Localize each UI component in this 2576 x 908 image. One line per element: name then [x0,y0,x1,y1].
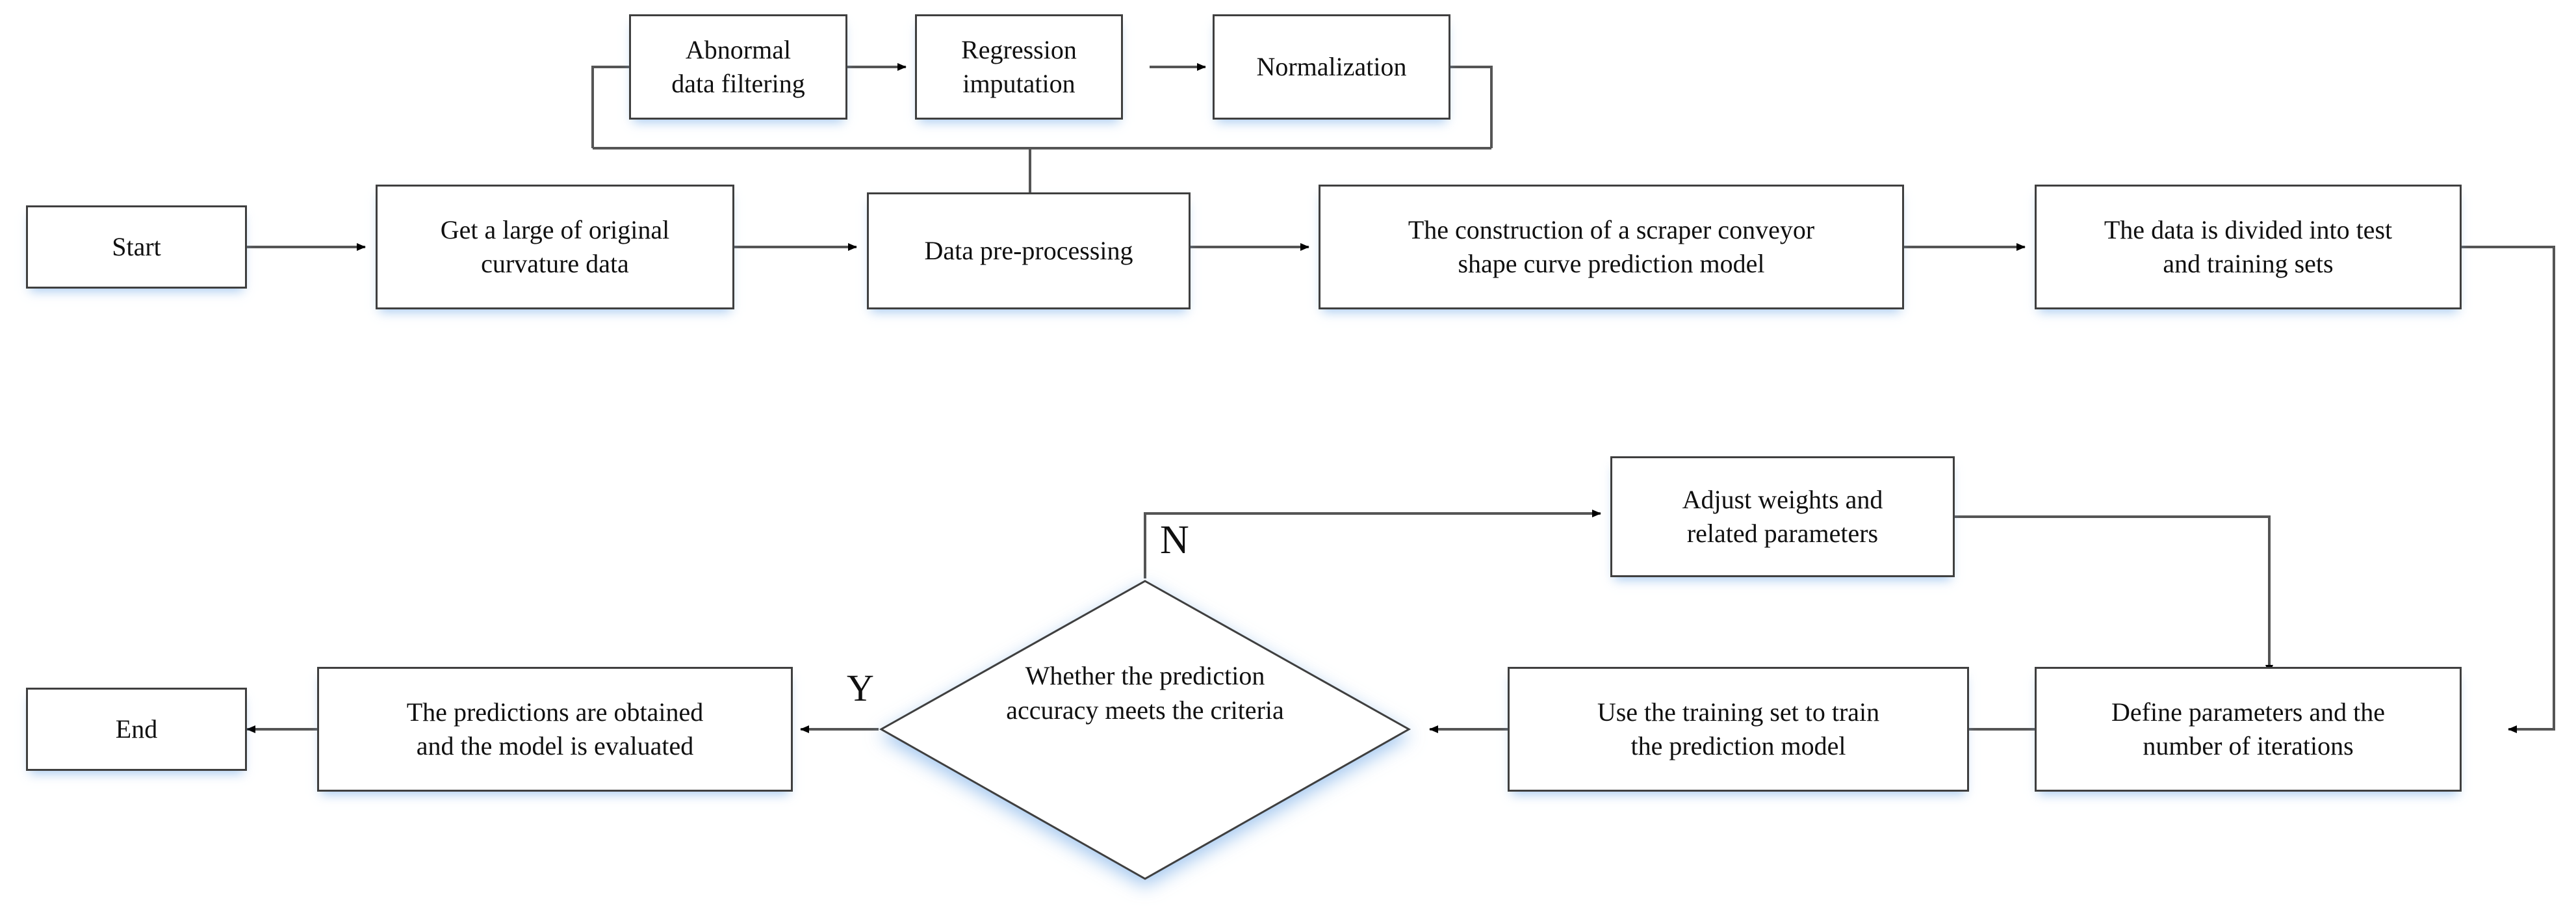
node-label: Get a large of original curvature data [440,215,670,278]
edge-split-to-define [2462,246,2555,733]
node-label: The construction of a scraper conveyor s… [1408,215,1815,278]
node-label: Whether the prediction accuracy meets th… [1006,661,1284,725]
node-label: The predictions are obtained and the mod… [406,697,704,760]
node-label: Start [112,232,161,261]
node-define-parameters-iterations[interactable]: Define parameters and the number of iter… [2035,667,2462,792]
node-abnormal-data-filtering[interactable]: Abnormal data filtering [629,14,847,120]
node-normalization[interactable]: Normalization [1213,14,1450,120]
edge-adjust-to-define [1955,515,2273,674]
node-label: Data pre-processing [924,236,1133,265]
decision-diamond-shape [879,580,1411,880]
node-regression-imputation[interactable]: Regression imputation [915,14,1123,120]
node-end[interactable]: End [26,688,247,771]
node-label: The data is divided into test and traini… [2104,215,2393,278]
node-label: Adjust weights and related parameters [1682,485,1883,548]
node-construct-prediction-model[interactable]: The construction of a scraper conveyor s… [1319,185,1904,309]
node-label: End [115,714,158,744]
edge-label-yes: Y [847,667,874,709]
node-label: Normalization [1256,52,1407,81]
edge-label-no: N [1160,518,1189,562]
node-label: Abnormal data filtering [671,35,805,98]
node-label: Use the training set to train the predic… [1597,697,1880,760]
node-label: Regression imputation [961,35,1077,98]
node-label: Define parameters and the number of iter… [2111,697,2385,760]
node-decision-accuracy-criteria[interactable]: Whether the prediction accuracy meets th… [879,578,1411,881]
node-start[interactable]: Start [26,205,247,289]
node-train-prediction-model[interactable]: Use the training set to train the predic… [1508,667,1969,792]
node-split-test-training-sets[interactable]: The data is divided into test and traini… [2035,185,2462,309]
node-predictions-obtained-model-evaluated[interactable]: The predictions are obtained and the mod… [317,667,793,792]
node-data-pre-processing[interactable]: Data pre-processing [867,192,1191,309]
node-adjust-weights-parameters[interactable]: Adjust weights and related parameters [1610,456,1955,577]
node-get-original-curvature-data[interactable]: Get a large of original curvature data [376,185,734,309]
